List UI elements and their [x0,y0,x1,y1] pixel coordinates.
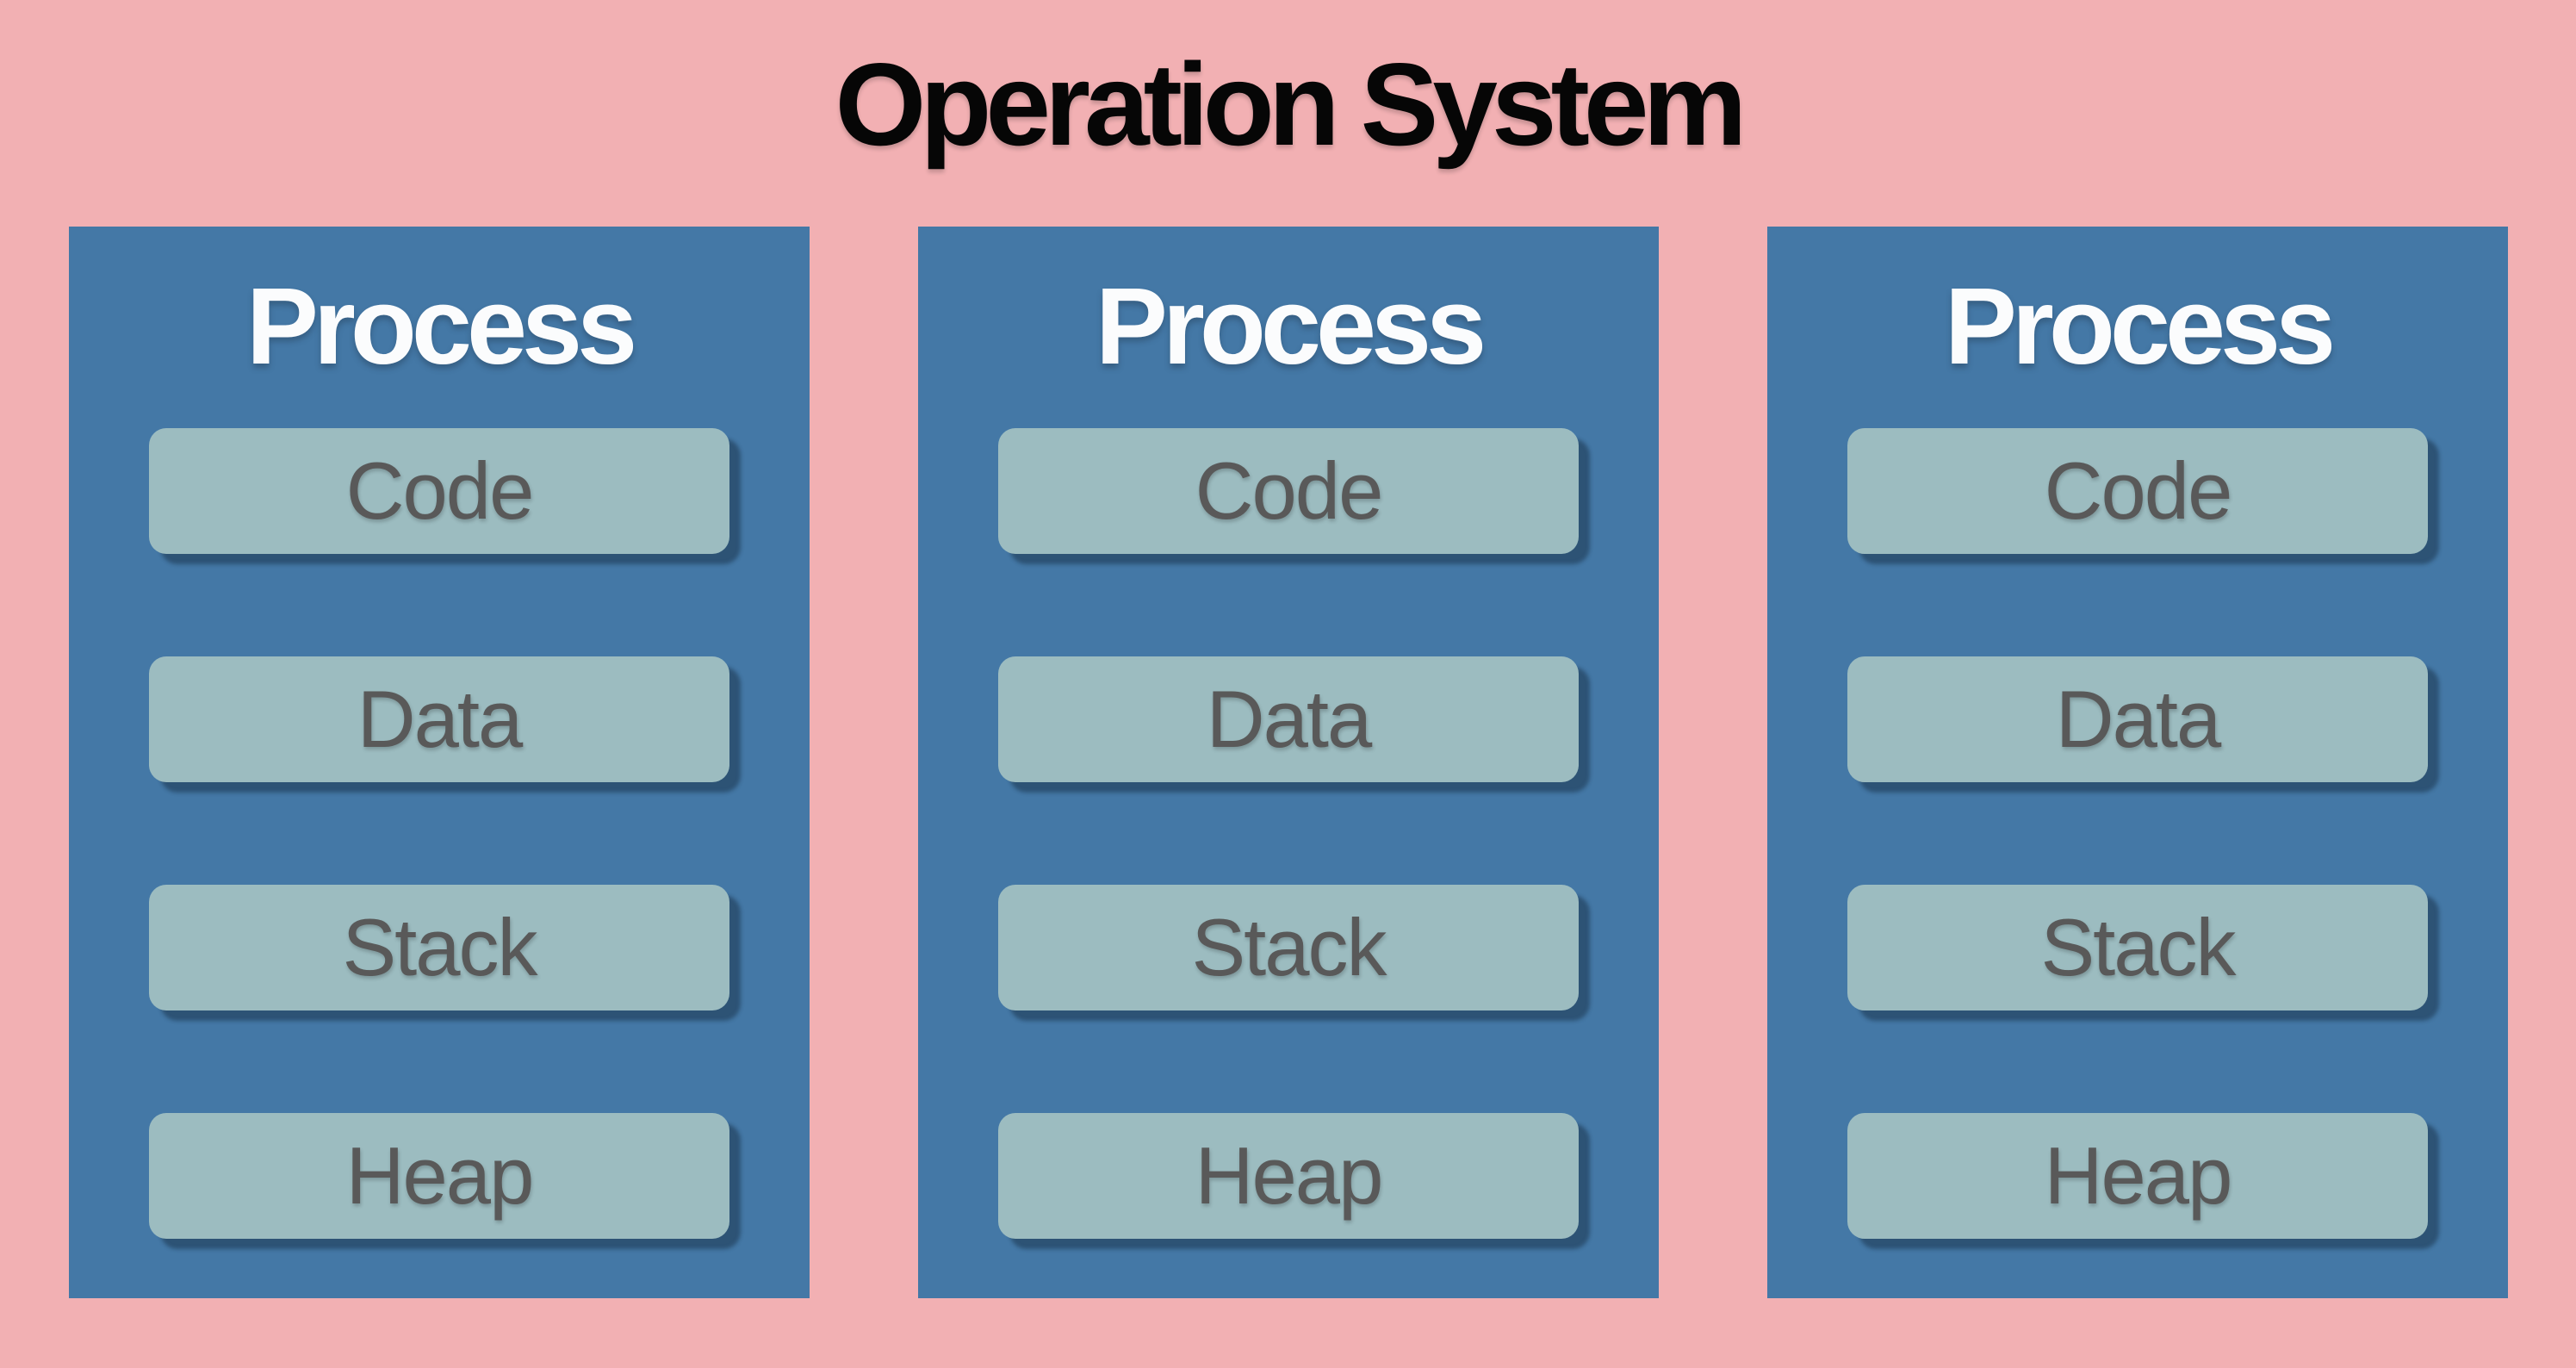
segment-data: Data [149,656,729,782]
segment-heap: Heap [1847,1113,2428,1239]
segment-stack: Stack [149,885,729,1010]
process-title: Process [1944,264,2336,387]
segment-stack: Stack [1847,885,2428,1010]
process-box-3: Process Code Data Stack Heap [1767,227,2508,1298]
segment-heap: Heap [149,1113,729,1239]
process-box-2: Process Code Data Stack Heap [918,227,1659,1298]
segment-code: Code [998,428,1579,554]
segment-data: Data [1847,656,2428,782]
diagram-title: Operation System [835,38,1747,170]
process-title: Process [1095,264,1487,387]
segment-stack: Stack [998,885,1579,1010]
segment-data: Data [998,656,1579,782]
process-box-1: Process Code Data Stack Heap [69,227,810,1298]
segment-code: Code [1847,428,2428,554]
segment-code: Code [149,428,729,554]
process-title: Process [245,264,637,387]
segment-heap: Heap [998,1113,1579,1239]
